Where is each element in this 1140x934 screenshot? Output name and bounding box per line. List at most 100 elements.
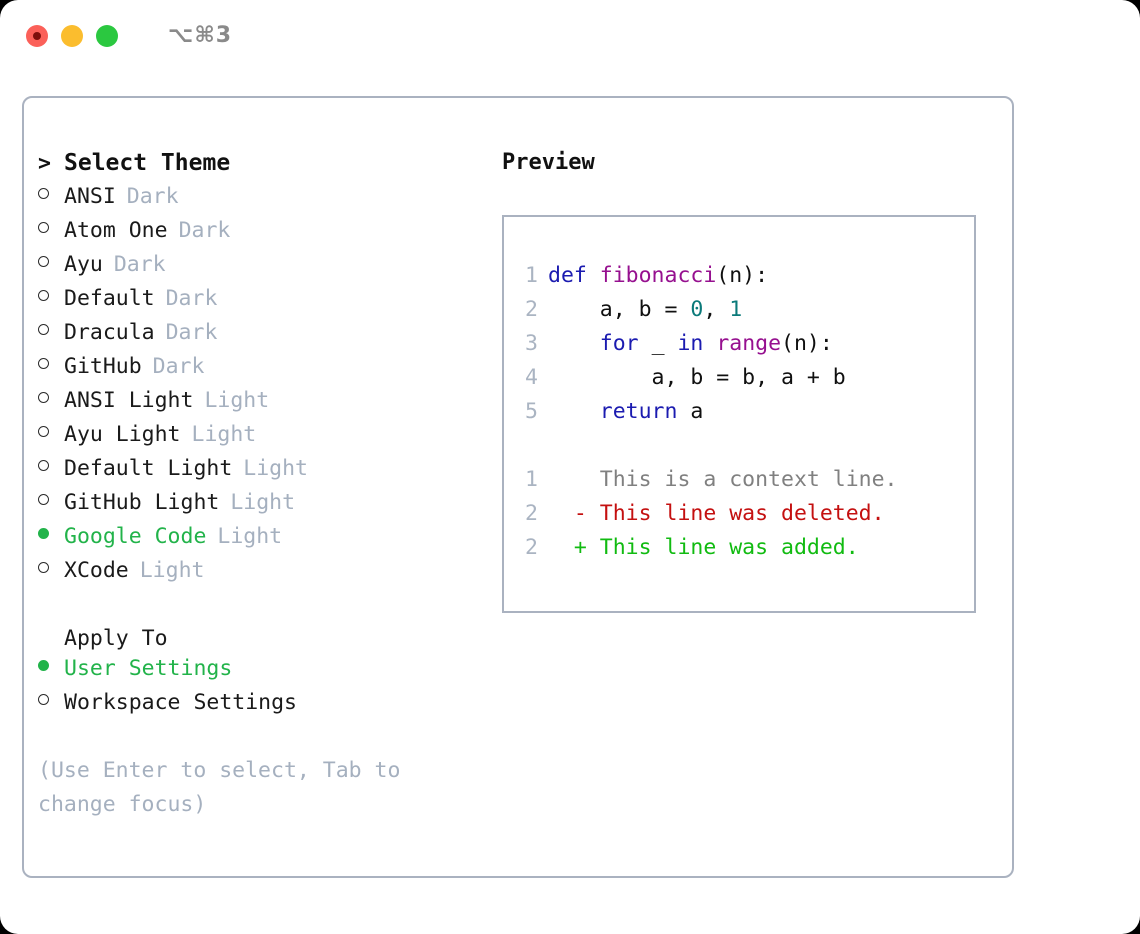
diff-line-text: + This line was added.: [548, 535, 859, 560]
diff-line-text: This is a context line.: [548, 467, 898, 492]
radio-unselected-icon: [38, 689, 64, 710]
code-token-pl: _: [638, 331, 678, 356]
theme-picker-title: Select Theme: [64, 150, 231, 176]
radio-unselected-icon: [38, 421, 64, 442]
theme-item-label: GitHub Light: [64, 490, 220, 515]
diff-line-number: 1: [525, 467, 538, 492]
caret-icon: >: [38, 151, 51, 176]
apply-to-option-0[interactable]: User Settings: [38, 656, 488, 690]
theme-picker-header: > Select Theme: [38, 150, 488, 184]
radio-unselected-icon: [38, 285, 64, 306]
code-line-text: def fibonacci(n):: [548, 259, 768, 293]
theme-item-tag: Light: [191, 422, 257, 447]
diff-sample: 1 This is a context line.2 - This line w…: [504, 463, 974, 565]
code-diff-separator: [504, 429, 974, 463]
code-token-fn: range: [716, 331, 782, 356]
code-token-pl: [548, 399, 600, 424]
code-token-kw: for: [599, 331, 639, 356]
code-line: 2 a, b = 0, 1: [504, 293, 974, 327]
theme-item-tag: Light: [243, 456, 309, 481]
apply-to-option-1[interactable]: Workspace Settings: [38, 690, 488, 724]
code-token-pl: (n):: [781, 331, 833, 356]
radio-unselected-icon: [38, 251, 64, 272]
code-token-pl: a, b =: [548, 297, 691, 322]
apply-to-option-label: Workspace Settings: [64, 690, 297, 715]
theme-item-label: Ayu: [64, 252, 103, 277]
diff-line-ctx: 1 This is a context line.: [504, 463, 974, 497]
diff-line-del: 2 - This line was deleted.: [504, 497, 974, 531]
theme-item-label: Google Code: [64, 524, 207, 549]
theme-item-2[interactable]: Ayu Dark: [38, 252, 488, 286]
code-token-pl: a, b = b, a + b: [548, 365, 846, 390]
maximize-button[interactable]: [96, 25, 118, 47]
theme-item-tag: Light: [139, 558, 205, 583]
theme-item-label: Atom One: [64, 218, 168, 243]
code-token-fn: fibonacci: [599, 263, 717, 288]
diff-line-number: 2: [525, 535, 538, 560]
code-line-number: 4: [525, 365, 538, 390]
code-line-number: 3: [525, 331, 538, 356]
theme-item-tag: Light: [217, 524, 283, 549]
code-line-text: for _ in range(n):: [548, 327, 833, 361]
theme-item-tag: Dark: [165, 320, 218, 345]
window-controls: [26, 25, 118, 47]
diff-line-add: 2 + This line was added.: [504, 531, 974, 565]
radio-selected-icon: [38, 655, 64, 676]
code-line: 4 a, b = b, a + b: [504, 361, 974, 395]
title-bar: ⌥⌘3: [0, 0, 1140, 78]
theme-item-0[interactable]: ANSI Dark: [38, 184, 488, 218]
radio-unselected-icon: [38, 319, 64, 340]
code-line: 5 return a: [504, 395, 974, 429]
theme-item-label: Dracula: [64, 320, 155, 345]
code-line-number: 1: [525, 263, 538, 288]
code-token-pl: [548, 331, 600, 356]
code-token-pl: a: [677, 399, 704, 424]
code-token-kw: def: [548, 263, 600, 288]
close-button[interactable]: [26, 25, 48, 47]
theme-item-tag: Dark: [152, 354, 205, 379]
theme-item-tag: Dark: [126, 184, 179, 209]
code-token-kw: return: [599, 399, 678, 424]
theme-item-tag: Light: [204, 388, 270, 413]
apply-to-title: Apply To: [64, 626, 168, 651]
theme-item-tag: Dark: [165, 286, 218, 311]
code-token-num: 0: [690, 297, 704, 322]
radio-unselected-icon: [38, 489, 64, 510]
radio-unselected-icon: [38, 557, 64, 578]
code-token-pl: [703, 331, 716, 356]
radio-unselected-icon: [38, 353, 64, 374]
code-token-pl: ,: [703, 297, 730, 322]
code-line-number: 2: [525, 297, 538, 322]
minimize-button[interactable]: [61, 25, 83, 47]
code-line-text: a, b = b, a + b: [548, 361, 846, 395]
radio-unselected-icon: [38, 455, 64, 476]
theme-item-label: ANSI Light: [64, 388, 194, 413]
theme-item-label: ANSI: [64, 184, 116, 209]
theme-item-1[interactable]: Atom One Dark: [38, 218, 488, 252]
radio-unselected-icon: [38, 387, 64, 408]
preview-title: Preview: [502, 150, 595, 175]
code-line-number: 5: [525, 399, 538, 424]
theme-item-tag: Dark: [178, 218, 231, 243]
theme-item-10[interactable]: Google Code Light: [38, 524, 488, 558]
radio-selected-icon: [38, 523, 64, 544]
keyboard-shortcut-label: ⌥⌘3: [168, 23, 233, 48]
theme-item-6[interactable]: ANSI Light Light: [38, 388, 488, 422]
theme-item-4[interactable]: Dracula Dark: [38, 320, 488, 354]
theme-item-tag: Dark: [113, 252, 166, 277]
code-line-text: a, b = 0, 1: [548, 293, 742, 327]
